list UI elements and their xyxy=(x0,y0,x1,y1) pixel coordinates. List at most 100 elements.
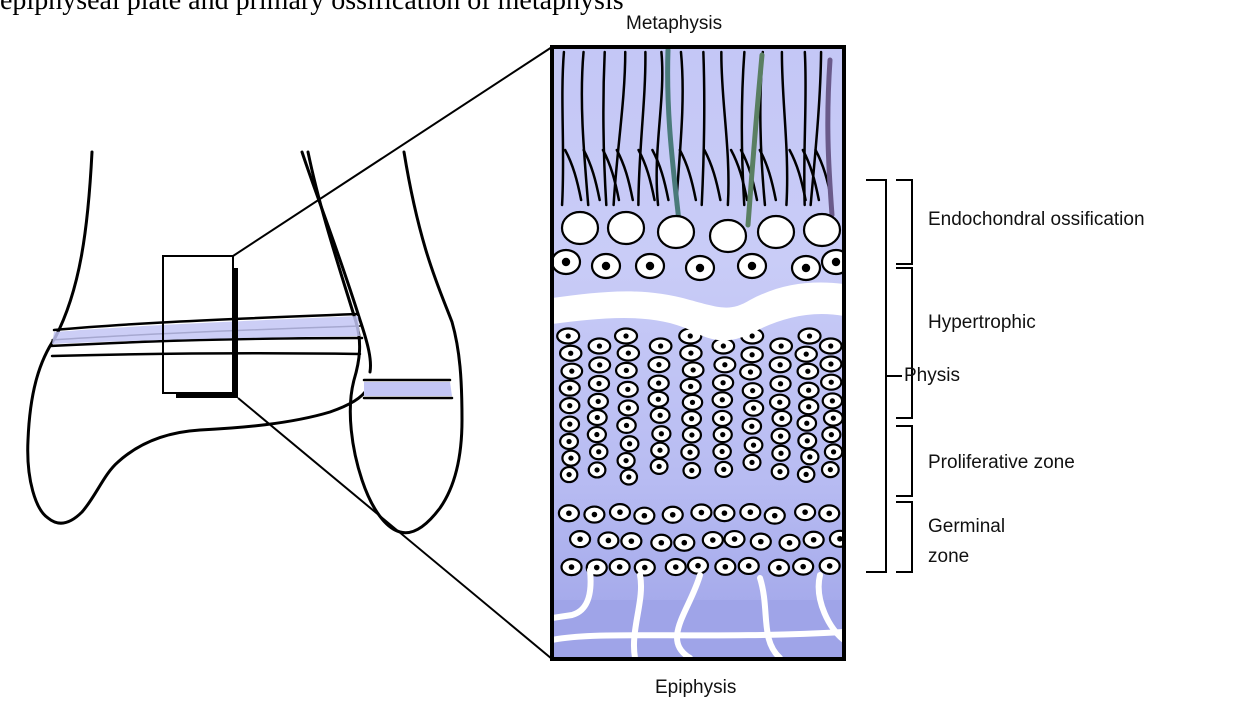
label-germinal-line1: Germinal xyxy=(928,515,1005,539)
cell-nucleus xyxy=(625,387,630,392)
cell-nucleus xyxy=(568,351,573,356)
cell-nucleus xyxy=(829,380,834,385)
cell-nucleus xyxy=(830,398,835,403)
cell-nucleus xyxy=(688,384,693,389)
cell-nucleus xyxy=(827,563,833,569)
cell-nucleus xyxy=(723,564,729,570)
cell-nucleus xyxy=(624,368,629,373)
cell-nucleus xyxy=(592,512,598,518)
cell-nucleus xyxy=(626,405,631,410)
cell-nucleus xyxy=(594,432,599,437)
cell-nucleus xyxy=(597,343,602,348)
proliferative-bracket xyxy=(896,426,912,496)
cell-nucleus xyxy=(626,474,631,479)
cell-nucleus xyxy=(720,416,725,421)
cell-nucleus xyxy=(804,421,809,426)
cell-nucleus xyxy=(787,540,793,546)
cell-nucleus xyxy=(566,333,571,338)
cell-nucleus xyxy=(749,352,754,357)
cell-nucleus xyxy=(807,454,812,459)
cell-nucleus xyxy=(566,439,571,444)
label-endochondral: Endochondral ossification xyxy=(928,208,1145,232)
cell-nucleus xyxy=(802,509,808,515)
cell-nucleus xyxy=(829,432,834,437)
cell-nucleus xyxy=(670,512,676,518)
cell-nucleus xyxy=(566,510,572,516)
cell-nucleus xyxy=(807,333,812,338)
cell-nucleus xyxy=(597,362,602,367)
physis-bracket xyxy=(866,180,886,572)
label-physis: Physis xyxy=(904,364,960,388)
cell-nucleus xyxy=(778,433,783,438)
cell-nucleus xyxy=(656,464,661,469)
cell-nucleus xyxy=(567,422,572,427)
cell-nucleus xyxy=(750,388,755,393)
cell-nucleus xyxy=(687,450,692,455)
cell-nucleus xyxy=(689,416,694,421)
cell-nucleus xyxy=(627,441,632,446)
cell-nucleus xyxy=(689,432,694,437)
cell-nucleus xyxy=(623,458,628,463)
cell-nucleus xyxy=(656,397,661,402)
cell-nucleus xyxy=(673,564,679,570)
cell-nucleus xyxy=(596,381,601,386)
label-germinal-line2: zone xyxy=(928,545,969,569)
hypertrophic-cell xyxy=(710,220,746,252)
cell-nucleus xyxy=(699,510,705,516)
cell-nucleus xyxy=(828,343,833,348)
cell-nucleus xyxy=(690,400,695,405)
cell-nucleus xyxy=(804,472,809,477)
cell-nucleus xyxy=(778,381,783,386)
cell-nucleus xyxy=(562,258,570,266)
germinal-bracket xyxy=(896,502,912,572)
cell-nucleus xyxy=(624,423,629,428)
cell-nucleus xyxy=(656,362,661,367)
cell-nucleus xyxy=(778,451,783,456)
cell-nucleus xyxy=(594,565,600,571)
cell-nucleus xyxy=(722,362,727,367)
cell-nucleus xyxy=(772,513,778,519)
cell-nucleus xyxy=(805,438,810,443)
zoom-line-bottom xyxy=(238,398,552,659)
cell-nucleus xyxy=(606,538,612,544)
cell-nucleus xyxy=(710,537,716,543)
cell-nucleus xyxy=(596,449,601,454)
cell-nucleus xyxy=(626,350,631,355)
cell-nucleus xyxy=(602,262,610,270)
cell-nucleus xyxy=(777,469,782,474)
cell-nucleus xyxy=(696,264,704,272)
trabecula xyxy=(562,52,564,205)
cell-nucleus xyxy=(721,343,726,348)
cell-nucleus xyxy=(779,343,784,348)
cell-nucleus xyxy=(748,262,756,270)
cell-nucleus xyxy=(751,406,756,411)
cell-nucleus xyxy=(805,369,810,374)
cell-nucleus xyxy=(826,511,832,517)
cell-nucleus xyxy=(657,448,662,453)
cell-nucleus xyxy=(595,415,600,420)
cell-nucleus xyxy=(749,424,754,429)
cell-nucleus xyxy=(689,468,694,473)
cell-nucleus xyxy=(646,262,654,270)
cell-nucleus xyxy=(758,539,764,545)
cell-nucleus xyxy=(659,540,665,546)
endochondral-bracket xyxy=(896,180,912,264)
cell-nucleus xyxy=(831,449,836,454)
label-epiphysis: Epiphysis xyxy=(655,676,736,700)
cell-nucleus xyxy=(566,472,571,477)
cell-nucleus xyxy=(569,564,575,570)
cell-nucleus xyxy=(828,361,833,366)
bone-sketch xyxy=(28,152,462,533)
cell-nucleus xyxy=(642,513,648,519)
cell-nucleus xyxy=(577,536,583,542)
cell-nucleus xyxy=(688,350,693,355)
cell-nucleus xyxy=(719,449,724,454)
hypertrophic-cell xyxy=(608,212,644,244)
cell-nucleus xyxy=(617,564,623,570)
cell-nucleus xyxy=(746,563,752,569)
cell-nucleus xyxy=(804,352,809,357)
cell-nucleus xyxy=(776,565,782,571)
hypertrophic-cell xyxy=(562,212,598,244)
